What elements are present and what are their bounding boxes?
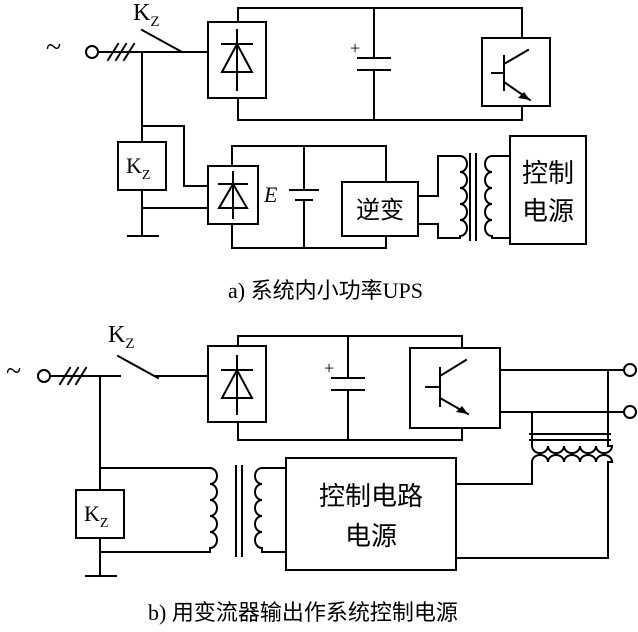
- switch-contact-b: [116, 354, 160, 380]
- dc-bus-bottom-a: [237, 97, 523, 121]
- xfmr-primary-bottom-a: [417, 223, 461, 239]
- control-power-line2-a: 电源: [522, 197, 574, 227]
- capacitor-icon: [357, 7, 391, 121]
- switch-label-b: KZ: [108, 322, 135, 352]
- relay-label-b: KZ: [84, 501, 108, 531]
- capacitor-plus-a: +: [350, 38, 360, 58]
- dc-bus-top-b: [237, 335, 463, 349]
- input-terminal-a: [85, 45, 99, 59]
- control-power-block-a: [509, 135, 587, 245]
- transistor-icon: [425, 358, 470, 416]
- diode-icon: [217, 171, 249, 219]
- relay-wiring-b: [99, 375, 211, 577]
- capacitor-plus-b: +: [324, 358, 334, 378]
- transistor-arrow-icon: [518, 92, 530, 100]
- xfmr-secondary-leads-a: [491, 155, 511, 239]
- caption-a: a) 系统内小功率UPS: [228, 278, 423, 303]
- xfmr-primary-top-a: [417, 155, 461, 197]
- dc-bus-top-a: [237, 7, 523, 39]
- battery-bus-bottom-a: [231, 223, 387, 249]
- control-circuit-line2-b: 电源: [345, 522, 397, 552]
- dc-bus-bottom-b: [237, 421, 463, 441]
- input-xfmr-leads-b: [261, 467, 287, 553]
- input-xfmr-core-icon: [235, 465, 243, 557]
- output-xfmr-primary-icon: [530, 444, 614, 454]
- inverter-block-a: [341, 181, 419, 237]
- diode-icon: [220, 355, 254, 415]
- input-xfmr-primary-icon: [208, 466, 218, 553]
- control-feed-b: [455, 461, 609, 559]
- diode-icon: [220, 29, 254, 91]
- battery-label-a: E: [263, 182, 278, 207]
- output-terminal-1: [623, 363, 637, 377]
- output-xfmr-core-icon: [529, 433, 611, 441]
- capacitor-icon: [331, 335, 365, 441]
- relay-label-a: KZ: [126, 153, 150, 183]
- control-circuit-power-block-b: [285, 457, 457, 571]
- battery-bus-top-a: [231, 145, 387, 183]
- ac-source-symbol-b: ~: [6, 356, 21, 387]
- output-lines-b: [499, 369, 625, 413]
- output-xfmr-secondary-icon: [530, 454, 614, 464]
- three-phase-marks-a: [106, 42, 136, 62]
- battery-icon: [289, 145, 319, 249]
- input-terminal-b: [37, 369, 51, 383]
- switching-transistor-b: [409, 347, 501, 429]
- transformer-secondary-icon: [484, 154, 494, 239]
- control-circuit-line1-b: 控制电路: [319, 482, 423, 512]
- output-terminal-2: [623, 405, 637, 419]
- relay-coil-b: [75, 489, 125, 539]
- inverter-label-a: 逆变: [356, 196, 404, 224]
- transformer-primary-icon: [458, 154, 468, 239]
- diagram-b: ~ KZ + KZ: [6, 322, 637, 577]
- transistor-icon: [491, 48, 532, 102]
- transformer-core-icon: [469, 153, 477, 241]
- control-power-line1-a: 控制: [522, 159, 574, 189]
- input-xfmr-secondary-icon: [254, 466, 264, 553]
- relay-coil-a: [117, 141, 167, 191]
- ac-source-symbol-a: ~: [46, 32, 61, 63]
- three-phase-marks-b: [58, 366, 88, 386]
- caption-b: b) 用变流器输出作系统控制电源: [148, 600, 458, 625]
- transistor-arrow-icon: [456, 406, 468, 414]
- switch-label-a: KZ: [133, 0, 160, 30]
- diagram-a: ~ KZ + KZ E: [46, 0, 587, 249]
- switch-contact-a: [140, 28, 184, 54]
